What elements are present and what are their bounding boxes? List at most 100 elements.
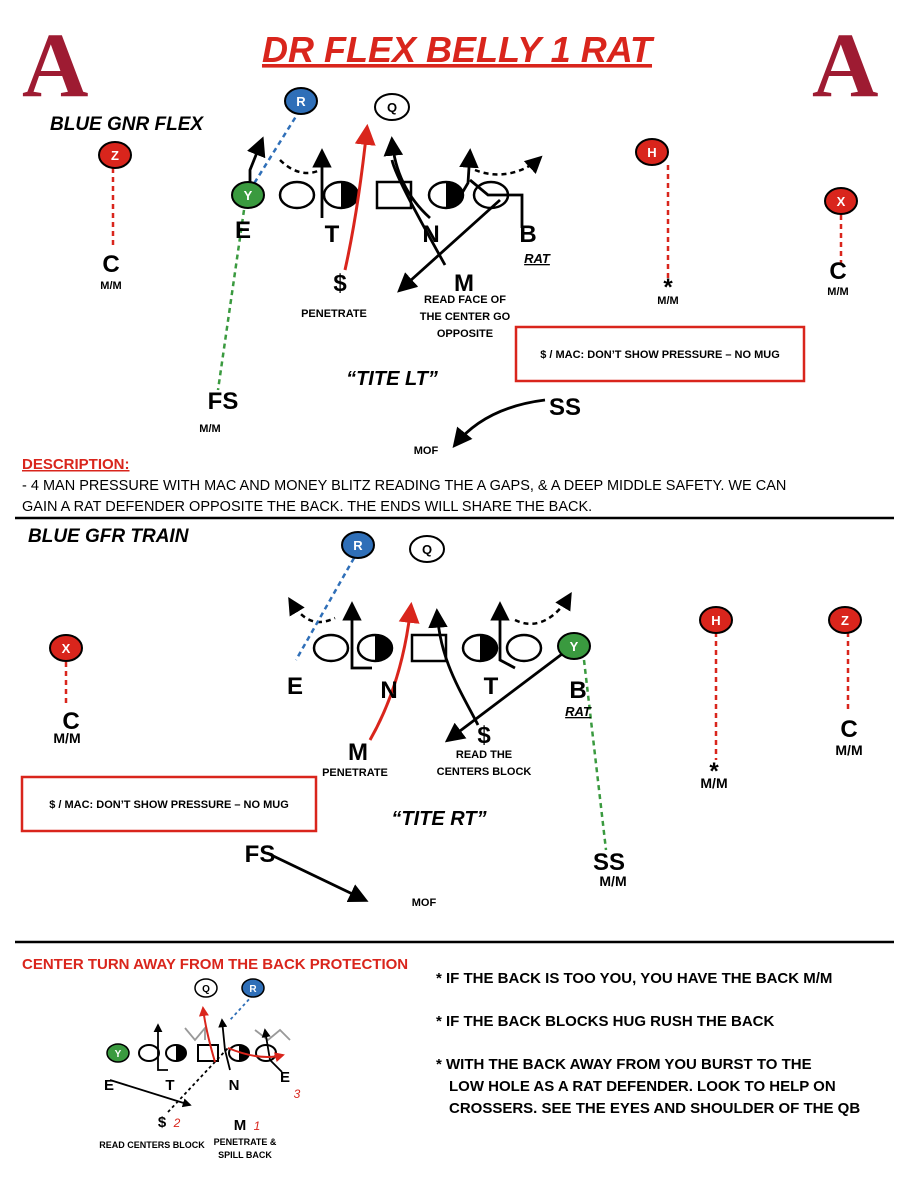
svg-text:R: R <box>353 538 363 553</box>
top-read-face-2: THE CENTER GO <box>420 311 511 323</box>
protection-gray-block-2 <box>254 1028 291 1042</box>
protection-read-centers: READ CENTERS BLOCK <box>99 1140 205 1150</box>
bottom-mm-1: M/M <box>53 730 80 746</box>
top-def-t: T <box>325 221 340 248</box>
protection-center-turn <box>227 1047 285 1062</box>
bottom-y-route <box>582 659 608 851</box>
top-def-e: E <box>235 217 251 244</box>
bottom-z-marker: Z <box>828 606 862 634</box>
bullet-3-line-2: LOW HOLE AS A RAT DEFENDER. LOOK TO HELP… <box>449 1078 836 1095</box>
protection-e-rush <box>261 1028 283 1073</box>
protection-penetrate-1: PENETRATE & <box>214 1137 277 1147</box>
protection-def-e-right: E <box>280 1069 290 1086</box>
bottom-h-marker: H <box>699 606 733 634</box>
top-h-marker: H <box>635 138 669 166</box>
top-def-fs: FS <box>208 388 239 415</box>
svg-text:Z: Z <box>111 148 119 163</box>
bottom-money-rush <box>428 608 480 726</box>
protection-money-read <box>167 1047 229 1113</box>
protection-y-marker: Y <box>106 1043 130 1063</box>
protection-r-route <box>229 994 254 1021</box>
svg-text:Y: Y <box>115 1049 122 1060</box>
svg-text:H: H <box>647 145 656 160</box>
top-z-marker: Z <box>98 141 132 169</box>
top-def-b: B <box>519 221 536 248</box>
top-money-blitz <box>343 123 376 271</box>
page-title: DR FLEX BELLY 1 RAT <box>262 29 655 70</box>
protection-def-money: $ <box>158 1114 167 1131</box>
protection-def-e-left: E <box>104 1077 114 1094</box>
svg-text:R: R <box>249 984 257 995</box>
top-read-face-3: OPPOSITE <box>437 328 493 340</box>
top-m-blitz <box>390 159 447 266</box>
protection-def-m: M <box>234 1117 247 1134</box>
bullet-2: * IF THE BACK BLOCKS HUG RUSH THE BACK <box>436 1013 775 1030</box>
bottom-read-1: READ THE <box>456 749 512 761</box>
svg-text:H: H <box>711 613 720 628</box>
bottom-y-marker: Y <box>557 632 591 660</box>
top-def-c-right: C <box>829 258 846 285</box>
top-ss-drop <box>452 398 546 449</box>
svg-text:Y: Y <box>570 639 579 654</box>
top-n-rush <box>383 136 431 220</box>
bottom-mm-4: M/M <box>599 873 626 889</box>
top-def-m: M <box>454 270 474 297</box>
top-flex-left <box>279 159 321 175</box>
bottom-m-blitz <box>368 601 420 741</box>
protection-num-m: 1 <box>254 1119 261 1133</box>
svg-text:Y: Y <box>244 188 253 203</box>
protection-def-t: T <box>165 1077 174 1094</box>
top-r-route <box>248 109 302 191</box>
description-line-2: GAIN A RAT DEFENDER OPPOSITE THE BACK. T… <box>22 499 592 515</box>
bullet-3-line-3: CROSSERS. SEE THE EYES AND SHOULDER OF T… <box>449 1100 860 1117</box>
protection-num-money: 2 <box>173 1116 181 1130</box>
top-y-route <box>216 209 246 391</box>
top-def-c-left: C <box>102 251 119 278</box>
protection-t-rush <box>153 1023 168 1071</box>
top-rat-label: RAT <box>524 251 551 266</box>
top-offensive-line <box>278 180 510 210</box>
top-mm-4: M/M <box>199 423 220 435</box>
bottom-flex-left <box>288 596 336 624</box>
bottom-def-money: $ <box>477 722 491 749</box>
bottom-rat-label: RAT <box>565 704 592 719</box>
bottom-def-b: B <box>569 677 586 704</box>
top-b-rush <box>469 178 524 228</box>
bottom-x-marker: X <box>49 634 83 662</box>
top-mm-2: M/M <box>657 295 678 307</box>
svg-text:R: R <box>296 94 306 109</box>
svg-text:Z: Z <box>841 613 849 628</box>
bottom-def-m: M <box>348 739 368 766</box>
top-read-face-1: READ FACE OF <box>424 294 506 306</box>
bottom-def-e: E <box>287 673 303 700</box>
bottom-n-rush <box>342 601 372 670</box>
top-x-marker: X <box>824 187 858 215</box>
protection-q-marker: Q <box>194 978 218 998</box>
top-callout-box <box>514 325 806 383</box>
top-def-ss: SS <box>549 394 581 421</box>
bottom-def-n: N <box>380 677 397 704</box>
bottom-def-c-left: C <box>62 708 79 735</box>
top-q-marker: Q <box>374 93 410 121</box>
top-penetrate: PENETRATE <box>301 308 367 320</box>
protection-heading: CENTER TURN AWAY FROM THE BACK PROTECTIO… <box>22 956 408 973</box>
bottom-formation: “TITE RT” <box>391 808 486 830</box>
protection-n-rush <box>218 1018 231 1071</box>
bottom-q-marker: Q <box>409 535 445 563</box>
protection-m-blitz <box>198 1006 216 1063</box>
top-r-marker: R <box>284 87 318 115</box>
top-mof: MOF <box>414 445 439 457</box>
svg-text:Q: Q <box>387 100 397 115</box>
top-def-n: N <box>422 221 439 248</box>
description-line-1: - 4 MAN PRESSURE WITH MAC AND MONEY BLIT… <box>22 478 786 494</box>
top-formation: “TITE LT” <box>346 368 438 390</box>
protection-gray-block-1 <box>184 1025 206 1042</box>
bottom-penetrate: PENETRATE <box>322 767 388 779</box>
top-mm-1: M/M <box>100 280 121 292</box>
bottom-def-t: T <box>484 673 499 700</box>
protection-e-drop <box>109 1079 192 1108</box>
bottom-fs-drop <box>266 851 369 903</box>
bottom-offensive-line <box>312 633 543 663</box>
bottom-callout-text: $ / MAC: DON’T SHOW PRESSURE – NO MUG <box>49 799 289 811</box>
